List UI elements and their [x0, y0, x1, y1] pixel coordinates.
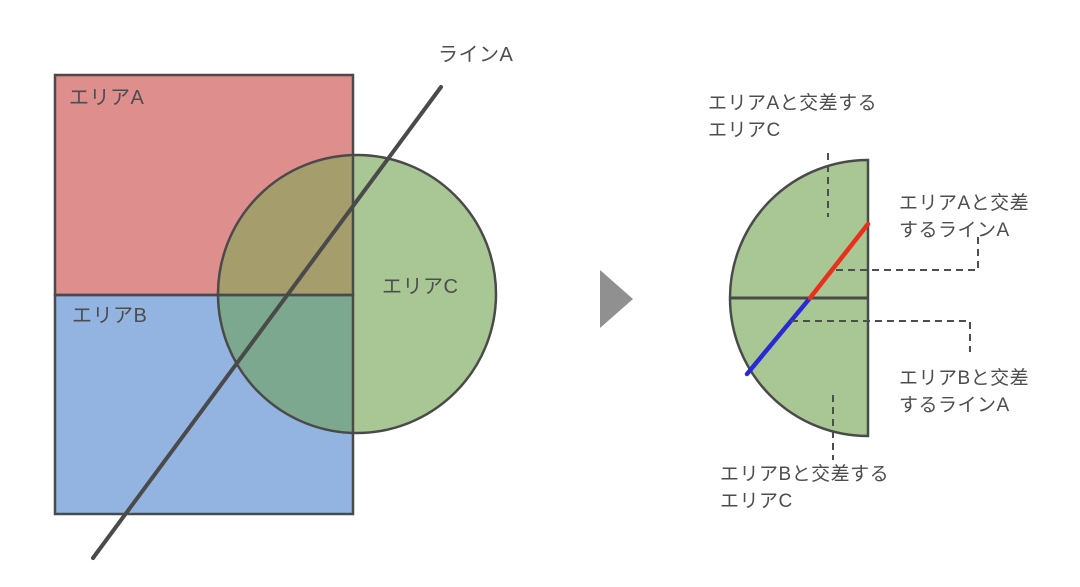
line-a-in-area-b-segment — [744, 295, 813, 377]
area-b-label: エリアB — [72, 305, 148, 327]
area-a-label: エリアA — [69, 87, 145, 109]
arrow-right-icon — [600, 270, 633, 328]
callout-label-area-a-intersect-area-c: エリアAと交差する エリアC — [708, 93, 878, 141]
callout-label-area-b-intersect-line-a: エリアBと交差 するラインA — [899, 368, 1030, 416]
right-diagram-group — [728, 153, 979, 460]
callout-label-area-a-intersect-line-a: エリアAと交差 するラインA — [899, 193, 1030, 241]
area-c-outline — [216, 153, 498, 435]
callout-label-area-b-intersect-area-c: エリアBと交差する エリアC — [720, 464, 890, 512]
overlap-area-b-c — [218, 294, 353, 433]
overlap-area-a-c — [218, 155, 353, 294]
left-diagram-group — [53, 73, 498, 560]
area-c-label: エリアC — [382, 276, 459, 298]
line-a — [91, 85, 443, 560]
area-b-outline — [53, 293, 355, 516]
line-a-in-area-a-segment — [807, 221, 871, 301]
line-a-label: ラインA — [438, 44, 514, 66]
